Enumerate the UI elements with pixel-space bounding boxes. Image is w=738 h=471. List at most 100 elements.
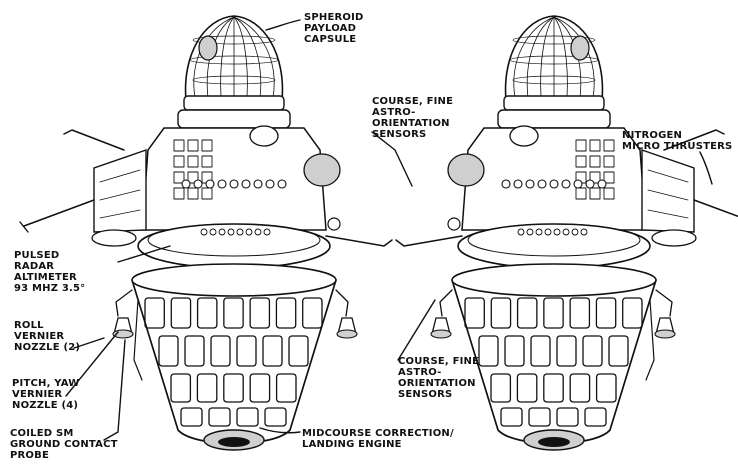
- frame-cutout-panel: [184, 335, 205, 367]
- upper-boom: [663, 129, 725, 151]
- equipment-panel-cell: [603, 187, 615, 200]
- bus-fitting: [526, 228, 534, 236]
- frame-cutout-panel: [569, 373, 591, 403]
- frame-cutout-panel: [158, 335, 179, 367]
- label-pulsed-radar-altimeter: PULSED RADAR ALTIMETER 93 MHZ 3.5°: [14, 250, 86, 294]
- frame-cutout-panel: [543, 297, 564, 329]
- ring-porthole: [585, 179, 595, 189]
- payload-capsule-latitude: [512, 35, 596, 45]
- equipment-panel-cell: [201, 155, 213, 168]
- equipment-panel-cell: [589, 171, 601, 184]
- ring-porthole: [253, 179, 263, 189]
- bus-fitting: [209, 228, 217, 236]
- ring-porthole: [597, 179, 607, 189]
- ring-porthole: [561, 179, 571, 189]
- capsule-adapter: [177, 109, 291, 129]
- orientation-sensor: [249, 125, 279, 147]
- frame-cutout-panel: [288, 335, 309, 367]
- leader-nitrogen-micro-thrusters: [699, 151, 713, 185]
- frame-cutout-panel: [622, 297, 643, 329]
- bus-fitting: [580, 228, 588, 236]
- ring-porthole: [513, 179, 523, 189]
- instrument-section-body: [461, 127, 647, 231]
- leader-course-fine-sensors-bottom: [397, 299, 436, 361]
- frame-cutout-panel: [530, 335, 551, 367]
- capsule-collar: [503, 95, 605, 111]
- leader-course-fine-sensors-top: [371, 131, 413, 187]
- vernier-bracket: [115, 289, 133, 317]
- frame-cutout-panel: [196, 297, 218, 329]
- frame-cutout-panel: [500, 407, 523, 427]
- label-pitch-yaw-vernier-nozzle: PITCH, YAW VERNIER NOZZLE (4): [12, 378, 80, 411]
- frame-cutout-panel: [302, 297, 323, 329]
- frame-cutout-panel: [543, 373, 564, 403]
- label-coiled-sm-ground-contact-probe: COILED SM GROUND CONTACT PROBE: [10, 428, 118, 461]
- payload-capsule-meridian: [526, 16, 555, 99]
- vernier-nozzle-exit: [430, 329, 452, 339]
- ring-porthole: [277, 179, 287, 189]
- payload-capsule-meridian: [540, 16, 555, 99]
- frame-cutout-panel: [595, 373, 617, 403]
- vernier-nozzle-exit: [654, 329, 676, 339]
- radar-dish: [91, 229, 137, 247]
- label-roll-vernier-nozzle: ROLL VERNIER NOZZLE (2): [14, 320, 81, 353]
- ring-porthole: [229, 179, 239, 189]
- frame-cutout-panel: [275, 373, 297, 403]
- equipment-panel-cell: [187, 139, 199, 152]
- equipment-panel-cell: [603, 171, 615, 184]
- frame-cutout-panel: [516, 297, 538, 329]
- payload-capsule-meridian: [233, 16, 262, 99]
- ground-contact-probe: [645, 299, 655, 381]
- ground-contact-probe: [133, 299, 143, 381]
- capsule-collar: [183, 95, 285, 111]
- frame-cutout-panel: [208, 407, 231, 427]
- bus-fitting: [227, 228, 235, 236]
- frame-cutout-panel: [223, 297, 244, 329]
- frame-cutout-panel: [236, 407, 259, 427]
- frame-cutout-panel: [249, 297, 271, 329]
- frame-cutout-panel: [569, 297, 591, 329]
- bus-fitting: [254, 228, 262, 236]
- radar-dish: [651, 229, 697, 247]
- sensor-housing-box: [93, 149, 147, 233]
- bus-fitting: [544, 228, 552, 236]
- payload-capsule-latitude: [509, 55, 599, 65]
- landing-engine-throat: [218, 437, 250, 447]
- equipment-panel-cell: [187, 187, 199, 200]
- ring-porthole: [181, 179, 191, 189]
- bus-fitting: [517, 228, 525, 236]
- gas-tank: [447, 153, 485, 187]
- payload-capsule-latitude: [192, 35, 276, 45]
- frame-cutout-panel: [556, 407, 579, 427]
- equipment-panel-cell: [603, 139, 615, 152]
- equipment-panel-cell: [589, 155, 601, 168]
- payload-capsule-meridian: [233, 16, 248, 99]
- vernier-nozzle-exit: [336, 329, 358, 339]
- cone-top-rim: [451, 263, 657, 297]
- payload-capsule-latitude: [192, 75, 276, 85]
- label-spheroid-payload-capsule: SPHEROID PAYLOAD CAPSULE: [304, 12, 364, 45]
- frame-cutout-panel: [236, 335, 257, 367]
- payload-capsule-latitude: [512, 75, 596, 85]
- frame-cutout-panel: [582, 335, 603, 367]
- ring-porthole: [217, 179, 227, 189]
- frame-cutout-panel: [144, 297, 165, 329]
- vernier-bracket: [335, 289, 349, 317]
- label-midcourse-correction-engine: MIDCOURSE CORRECTION/ LANDING ENGINE: [302, 428, 454, 450]
- payload-capsule-meridian: [233, 16, 275, 99]
- frame-cutout-panel: [262, 335, 283, 367]
- frame-cutout-panel: [528, 407, 551, 427]
- leader-midcourse-engine: [259, 427, 301, 434]
- equipment-panel-cell: [589, 139, 601, 152]
- frame-cutout-panel: [210, 335, 231, 367]
- ring-porthole: [265, 179, 275, 189]
- equipment-panel-cell: [173, 139, 185, 152]
- equipment-panel-cell: [575, 187, 587, 200]
- leader-coiled-sm-probe: [103, 339, 126, 441]
- frame-cutout-panel: [180, 407, 203, 427]
- label-nitrogen-micro-thrusters: NITROGEN MICRO THRUSTERS: [622, 130, 733, 152]
- bus-fitting: [571, 228, 579, 236]
- antenna-tip: [19, 221, 29, 233]
- leader-roll-vernier-nozzle: [73, 337, 105, 349]
